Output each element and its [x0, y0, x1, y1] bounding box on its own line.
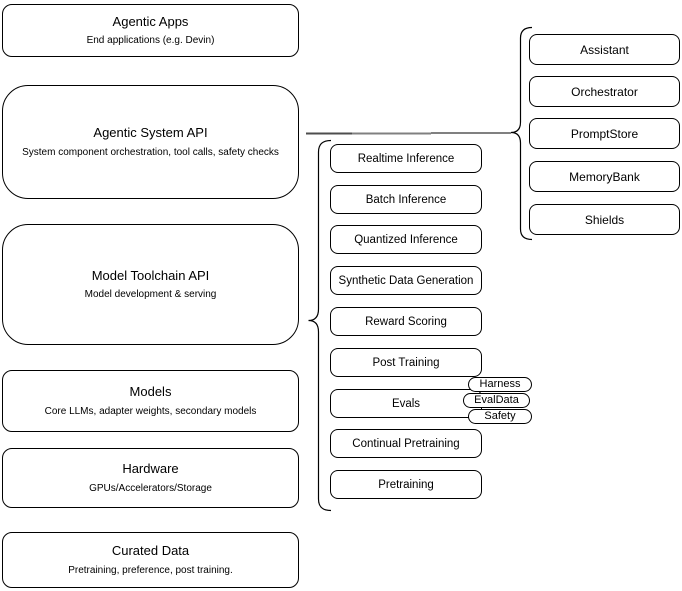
- box-model-toolchain-api: Model Toolchain API Model development & …: [2, 224, 299, 345]
- box-title: Models: [129, 384, 172, 400]
- box-agentic-system-api: Agentic System API System component orch…: [2, 85, 299, 199]
- box-title: Hardware: [122, 461, 179, 477]
- tag-safety: Safety: [468, 409, 532, 424]
- node-memorybank: MemoryBank: [529, 161, 680, 192]
- node-batch-inference: Batch Inference: [330, 185, 482, 214]
- node-post-training: Post Training: [330, 348, 482, 377]
- node-synthetic-data-generation: Synthetic Data Generation: [330, 266, 482, 295]
- node-orchestrator: Orchestrator: [529, 76, 680, 107]
- box-subtitle: End applications (e.g. Devin): [86, 35, 215, 47]
- toolchain-brace: [308, 139, 332, 512]
- box-subtitle: Model development & serving: [84, 289, 217, 301]
- box-agentic-apps: Agentic Apps End applications (e.g. Devi…: [2, 4, 299, 57]
- node-realtime-inference: Realtime Inference: [330, 144, 482, 173]
- box-subtitle: Core LLMs, adapter weights, secondary mo…: [44, 405, 257, 417]
- node-quantized-inference: Quantized Inference: [330, 225, 482, 254]
- box-curated-data: Curated Data Pretraining, preference, po…: [2, 532, 299, 588]
- node-assistant: Assistant: [529, 34, 680, 65]
- tag-harness: Harness: [468, 377, 532, 392]
- node-shields: Shields: [529, 204, 680, 235]
- box-models: Models Core LLMs, adapter weights, secon…: [2, 370, 299, 432]
- tag-evaldata: EvalData: [463, 393, 530, 408]
- node-evals: Evals: [330, 389, 482, 418]
- node-reward-scoring: Reward Scoring: [330, 307, 482, 336]
- box-title: Agentic System API: [93, 125, 208, 141]
- node-pretraining: Pretraining: [330, 470, 482, 499]
- box-subtitle: Pretraining, preference, post training.: [68, 564, 233, 576]
- box-subtitle: GPUs/Accelerators/Storage: [89, 482, 212, 494]
- node-continual-pretraining: Continual Pretraining: [330, 429, 482, 458]
- node-promptstore: PromptStore: [529, 118, 680, 149]
- box-subtitle: System component orchestration, tool cal…: [22, 146, 279, 158]
- box-hardware: Hardware GPUs/Accelerators/Storage: [2, 448, 299, 508]
- box-title: Agentic Apps: [112, 13, 189, 29]
- box-title: Curated Data: [111, 543, 190, 559]
- box-title: Model Toolchain API: [91, 267, 210, 283]
